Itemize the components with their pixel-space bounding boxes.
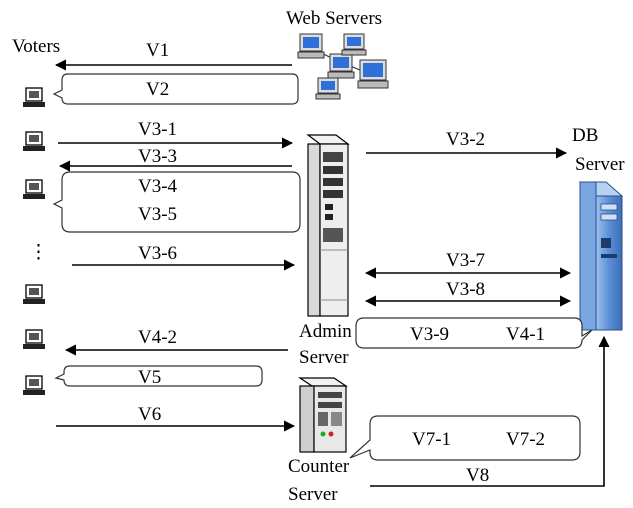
computer-icon bbox=[23, 330, 45, 349]
computer-icon bbox=[23, 88, 45, 107]
counter-server-icon bbox=[300, 378, 346, 452]
admin-server-label-line2: Server bbox=[299, 347, 349, 368]
msg-v8: V8 bbox=[466, 465, 489, 486]
voters-dots: ⋮ bbox=[29, 242, 48, 263]
computer-icon bbox=[23, 376, 45, 395]
counter-server-label-line2: Server bbox=[288, 484, 338, 505]
callout-v2 bbox=[54, 74, 298, 104]
callout-v7 bbox=[350, 416, 580, 460]
msg-v3-3: V3-3 bbox=[138, 146, 177, 167]
msg-v1: V1 bbox=[146, 40, 169, 61]
computer-icon bbox=[23, 132, 45, 151]
db-server-icon bbox=[580, 182, 622, 330]
msg-v3-9: V3-9 bbox=[410, 324, 449, 345]
computer-icon bbox=[23, 285, 45, 304]
msg-v7-2: V7-2 bbox=[506, 429, 545, 450]
counter-server-label-line1: Counter bbox=[288, 456, 350, 477]
msg-v2: V2 bbox=[146, 79, 169, 100]
voters-label: Voters bbox=[12, 36, 60, 57]
msg-v4-2: V4-2 bbox=[138, 327, 177, 348]
callout-v3-9-v4-1 bbox=[356, 318, 592, 348]
msg-v3-8: V3-8 bbox=[446, 279, 485, 300]
msg-v3-7: V3-7 bbox=[446, 250, 485, 271]
web-servers-icon bbox=[298, 34, 388, 99]
msg-v7-1: V7-1 bbox=[412, 429, 451, 450]
arrow-v8 bbox=[370, 337, 604, 486]
db-server-label-line1: DB bbox=[572, 125, 598, 146]
computer-icon bbox=[23, 180, 45, 199]
msg-v3-5: V3-5 bbox=[138, 204, 177, 225]
msg-v4-1: V4-1 bbox=[506, 324, 545, 345]
web-servers-label: Web Servers bbox=[286, 8, 382, 29]
msg-v3-6: V3-6 bbox=[138, 243, 177, 264]
msg-v5: V5 bbox=[138, 367, 161, 388]
admin-server-label-line1: Admin bbox=[299, 321, 352, 342]
admin-server-icon bbox=[308, 135, 348, 316]
msg-v3-4: V3-4 bbox=[138, 176, 178, 197]
msg-v6: V6 bbox=[138, 404, 161, 425]
msg-v3-1: V3-1 bbox=[138, 119, 177, 140]
msg-v3-2: V3-2 bbox=[446, 129, 485, 150]
db-server-label-line2: Server bbox=[575, 154, 625, 175]
